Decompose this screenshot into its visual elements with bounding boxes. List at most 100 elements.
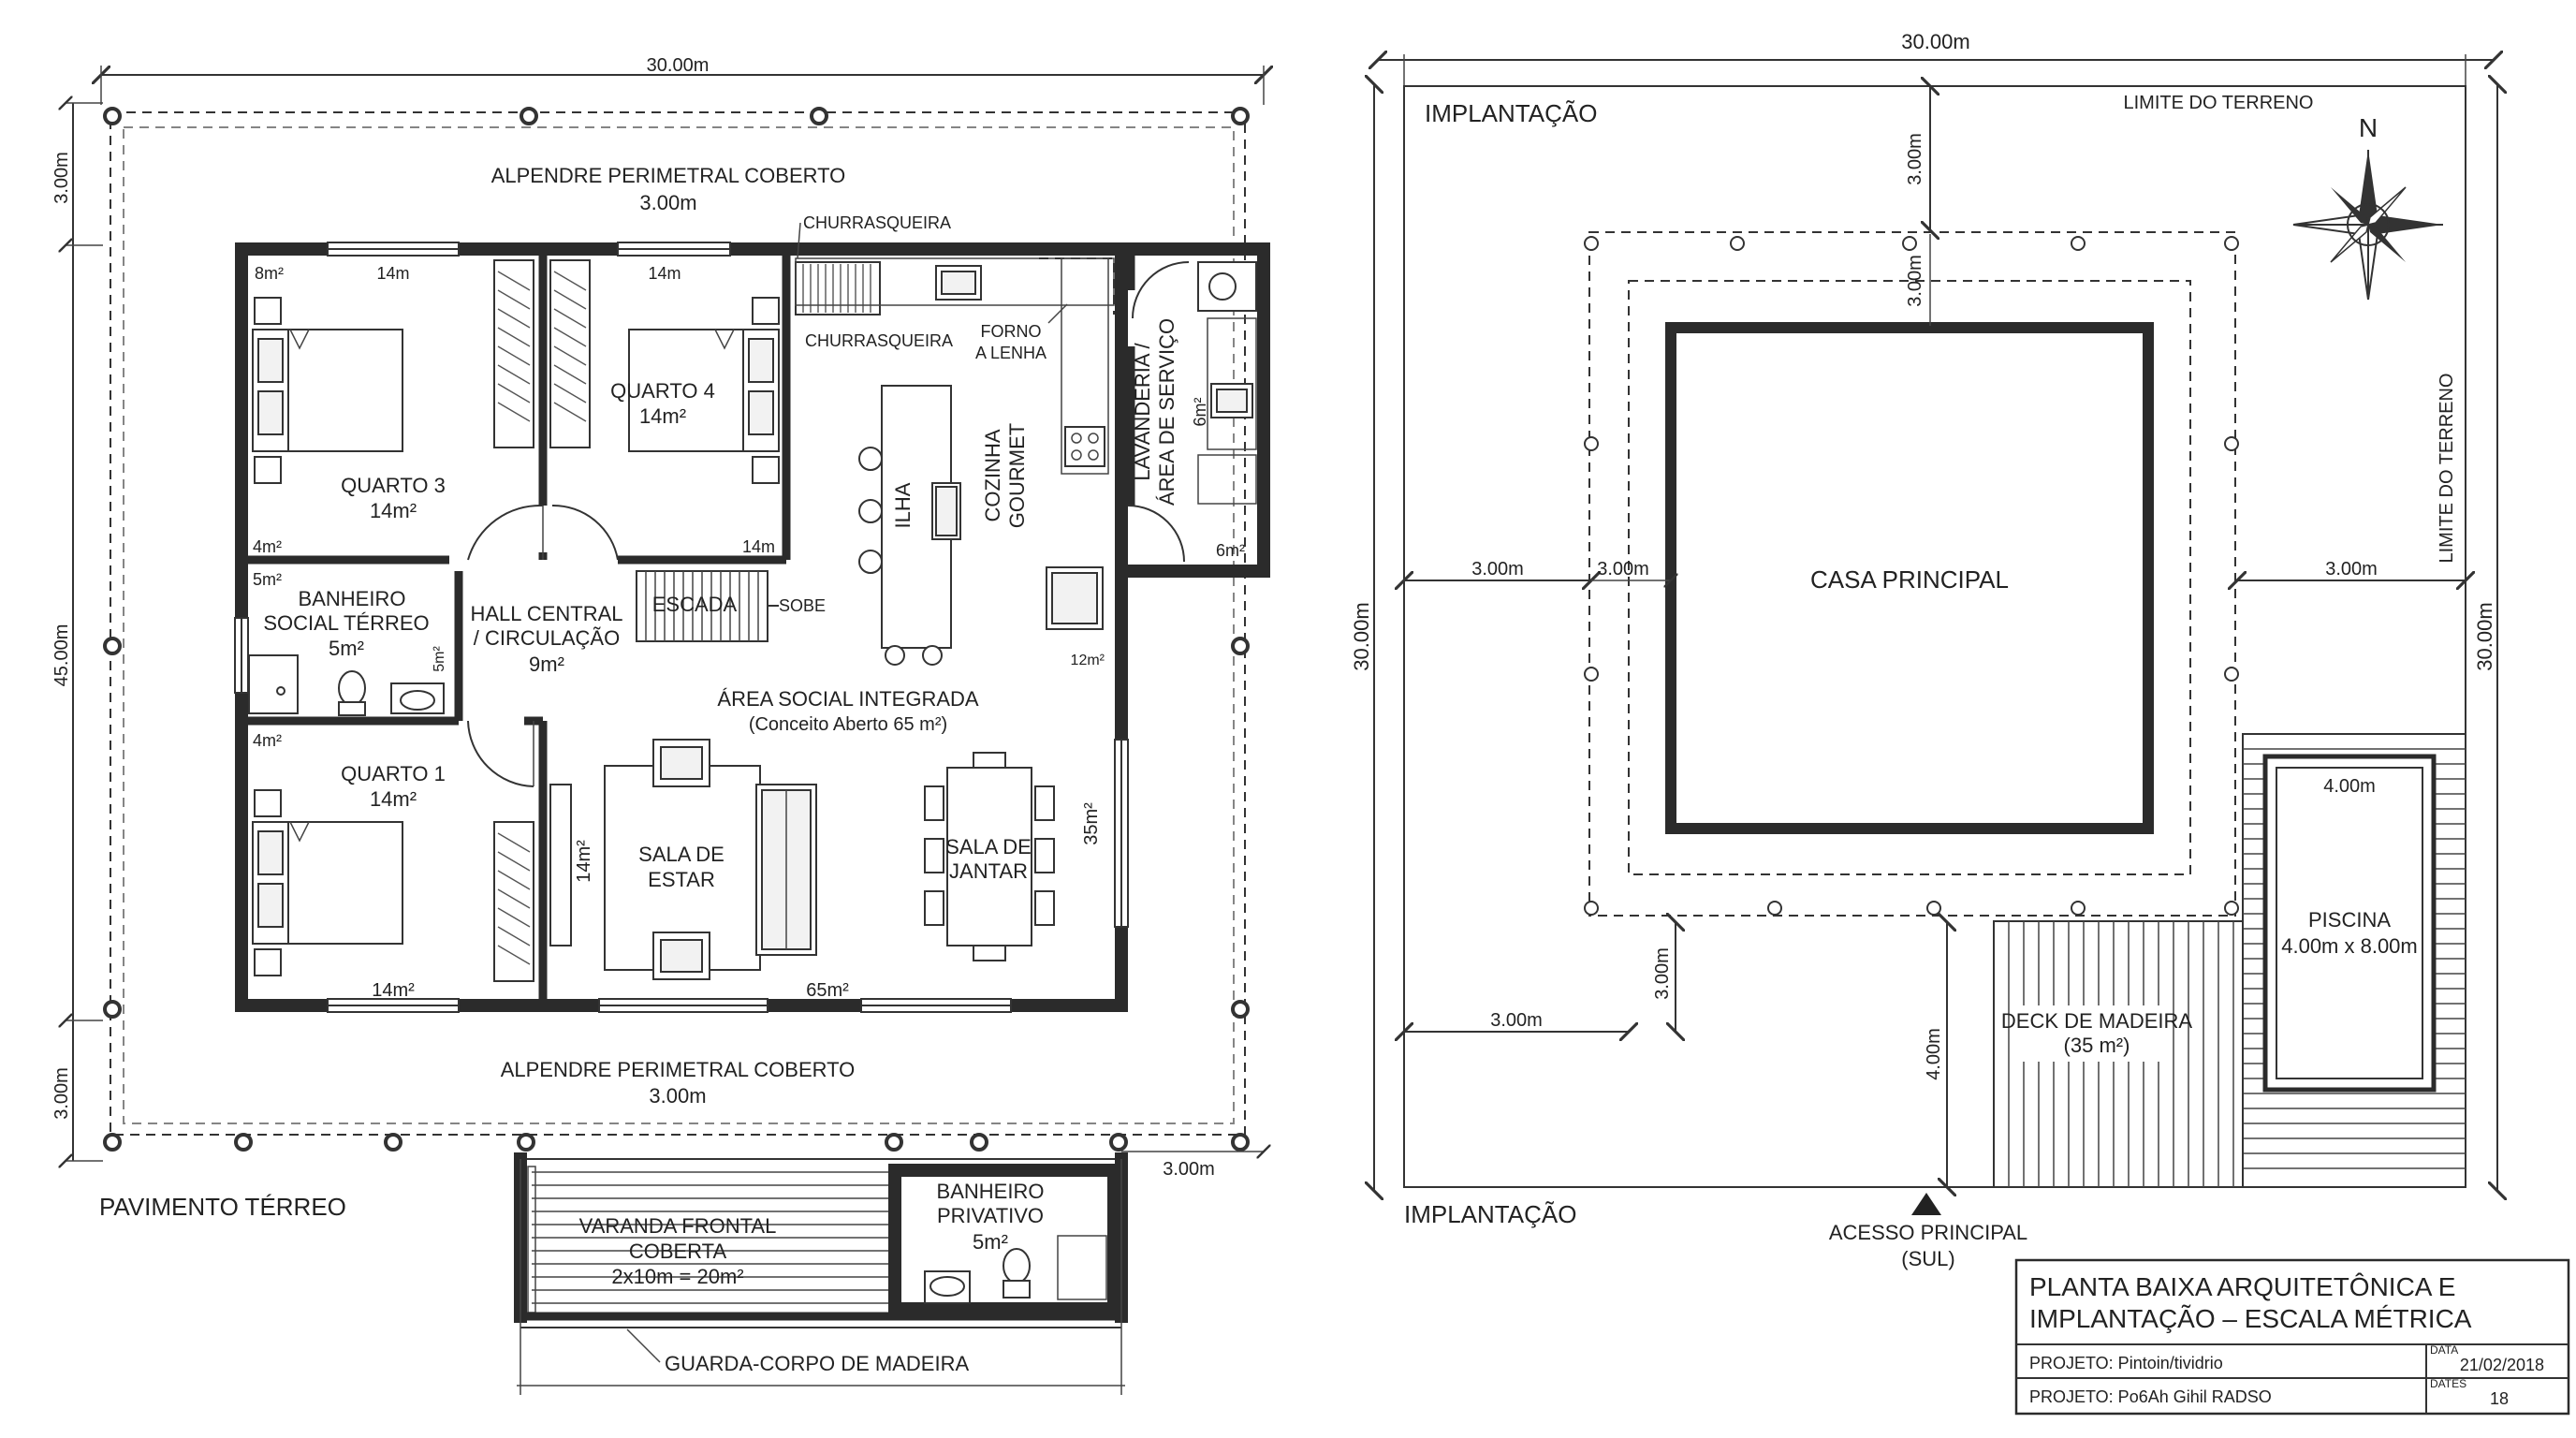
laundry-corner: 6m² <box>1216 541 1245 560</box>
q3-name: QUARTO 3 <box>341 474 446 497</box>
title-block: PLANTA BAIXA ARQUITETÔNICA E IMPLANTAÇÃO… <box>2014 1258 2570 1416</box>
bed-quarto-3 <box>252 297 403 484</box>
deck-label: DECK DE MADEIRA <box>2001 1009 2192 1033</box>
site-plan: 30.00m 30.00m 30.00m IMPLANTAÇÃO LIMITE … <box>1350 30 2497 1270</box>
dimension-left: 3.00m 45.00m 3.00m <box>51 103 103 1161</box>
total-width-label: 30.00m <box>647 55 710 76</box>
laundry-fixtures <box>1197 261 1257 505</box>
veranda-name-1: VARANDA FRONTAL <box>579 1214 777 1238</box>
project-label-2: PROJETO: Po6Ah Gihil RADSO <box>2029 1387 2272 1406</box>
q3-corner-bl: 4m² <box>253 537 282 556</box>
deck-area: (35 m²) <box>2064 1034 2130 1057</box>
bath-corner: 5m² <box>253 570 282 589</box>
dining-name-1: SALA DE <box>945 835 1032 858</box>
bed-quarto-4 <box>628 297 780 484</box>
island-label: ILHA <box>891 482 915 528</box>
bed-quarto-1 <box>252 789 403 976</box>
hall-area: 9m² <box>529 653 564 676</box>
kitchen-name-1: COZINHA <box>981 429 1004 521</box>
porch-side-dim: 3.00m <box>1163 1159 1215 1180</box>
q4-corner-br: 14m <box>742 537 775 556</box>
oven-label-2: A LENHA <box>975 344 1046 362</box>
d-left-b: 3.00m <box>1597 559 1649 580</box>
bath-name-2: SOCIAL TÉRREO <box>263 611 429 635</box>
side-bottom-dim: 3.00m <box>51 1067 72 1120</box>
social-name: ÁREA SOCIAL INTEGRADA <box>717 687 978 711</box>
living-room-furniture <box>549 739 817 980</box>
porch-bottom-dim: 3.00m <box>649 1084 706 1108</box>
q4-name: QUARTO 4 <box>610 379 715 403</box>
q1-side: 14m² <box>574 840 594 883</box>
dining-name-2: JANTAR <box>949 859 1028 883</box>
laundry-area: 6m² <box>1191 397 1209 426</box>
kitchen-name-2: GOURMET <box>1005 423 1029 528</box>
private-bath-1: BANHEIRO <box>937 1180 1045 1203</box>
porch-top-label: ALPENDRE PERIMETRAL COBERTO <box>491 164 846 187</box>
d-top-a: 3.00m <box>1905 133 1925 185</box>
front-veranda: 3.00m VARANDA FRONTAL COBERTA 2x10m = 20… <box>514 1152 1264 1395</box>
date-value: 21/02/2018 <box>2460 1356 2544 1374</box>
social-side: 35m² <box>1081 802 1102 845</box>
house-label: CASA PRINCIPAL <box>1810 565 2009 594</box>
deck-and-pool: DECK DE MADEIRA (35 m²) 4.00m PISCINA 4.… <box>1993 733 2466 1188</box>
bathroom-fixtures <box>248 654 445 716</box>
ground-floor-plan: 30.00m 3.00m 45.00m 3.00m ALPENDRE PERIM… <box>51 55 1264 1395</box>
site-width: 30.00m <box>1901 30 1969 53</box>
d-top-b: 3.00m <box>1905 255 1925 307</box>
railing-label: GUARDA-CORPO DE MADEIRA <box>665 1352 969 1375</box>
d-bottom-v: 3.00m <box>1652 947 1673 1000</box>
stairs <box>636 570 779 642</box>
porch-bottom-label: ALPENDRE PERIMETRAL COBERTO <box>501 1058 856 1081</box>
social-area-bottom: 65m² <box>806 980 849 1001</box>
q1-area: 14m² <box>370 787 417 811</box>
site-depth-right: 30.00m <box>2473 602 2496 670</box>
d-right: 3.00m <box>2325 559 2378 580</box>
bath-name-1: BANHEIRO <box>299 587 406 610</box>
stairs-up: SOBE <box>779 596 826 615</box>
social-sub: (Conceito Aberto 65 m²) <box>749 714 947 735</box>
veranda-dim: 2x10m = 20m² <box>611 1265 743 1288</box>
oven-label-1: FORNO <box>981 322 1042 341</box>
porch-columns <box>103 107 1250 1152</box>
interior-walls <box>242 249 1135 1005</box>
q3-top: 14m <box>376 264 409 283</box>
porch-top-dim: 3.00m <box>639 191 696 214</box>
pool-width: 4.00m <box>2323 776 2376 797</box>
north-label: N <box>2359 113 2378 142</box>
living-name-1: SALA DE <box>638 843 724 866</box>
title-line-2: IMPLANTAÇÃO – ESCALA MÉTRICA <box>2029 1304 2472 1333</box>
living-name-2: ESTAR <box>648 868 715 891</box>
floor-label: PAVIMENTO TÉRREO <box>99 1193 346 1221</box>
site-title-top: IMPLANTAÇÃO <box>1425 99 1597 127</box>
sheet-caption: DATES <box>2430 1377 2466 1390</box>
sheet-value: 18 <box>2490 1389 2509 1408</box>
pool-dim: 4.00m x 8.00m <box>2281 934 2418 958</box>
social-corner: 12m² <box>1071 653 1105 668</box>
room-labels: 8m² 14m QUARTO 3 14m² 4m² 14m QUARTO 4 1… <box>253 213 1245 1001</box>
access-label-1: ACESSO PRINCIPAL <box>1829 1221 2027 1244</box>
kitchen-fixtures <box>795 257 1115 666</box>
date-caption: DATA <box>2430 1343 2458 1357</box>
dimension-total-width: 30.00m <box>101 55 1264 105</box>
stairs-label: ESCADA <box>652 593 738 616</box>
north-arrow-icon <box>2292 150 2443 301</box>
laundry-name-1: LAVANDERIA / <box>1131 343 1154 481</box>
title-line-1: PLANTA BAIXA ARQUITETÔNICA E <box>2029 1272 2455 1301</box>
bath-area: 5m² <box>329 637 364 660</box>
site-title-bottom: IMPLANTAÇÃO <box>1404 1200 1576 1228</box>
hall-name-2: / CIRCULAÇÃO <box>474 626 620 650</box>
porch-outline <box>110 111 1246 1136</box>
q1-bottom: 14m² <box>372 980 415 1001</box>
site-columns <box>1584 236 2239 916</box>
hall-name-1: HALL CENTRAL <box>470 602 622 625</box>
q1-name: QUARTO 1 <box>341 762 446 785</box>
windows <box>234 242 1129 1013</box>
q4-area: 14m² <box>639 404 686 428</box>
q3-area: 14m² <box>370 499 417 522</box>
q1-corner: 4m² <box>253 731 282 750</box>
veranda-name-2: COBERTA <box>629 1240 727 1263</box>
side-top-dim: 3.00m <box>51 152 72 204</box>
dining-furniture <box>924 752 1055 961</box>
laundry-name-2: ÁREA DE SERVIÇO <box>1155 318 1178 506</box>
